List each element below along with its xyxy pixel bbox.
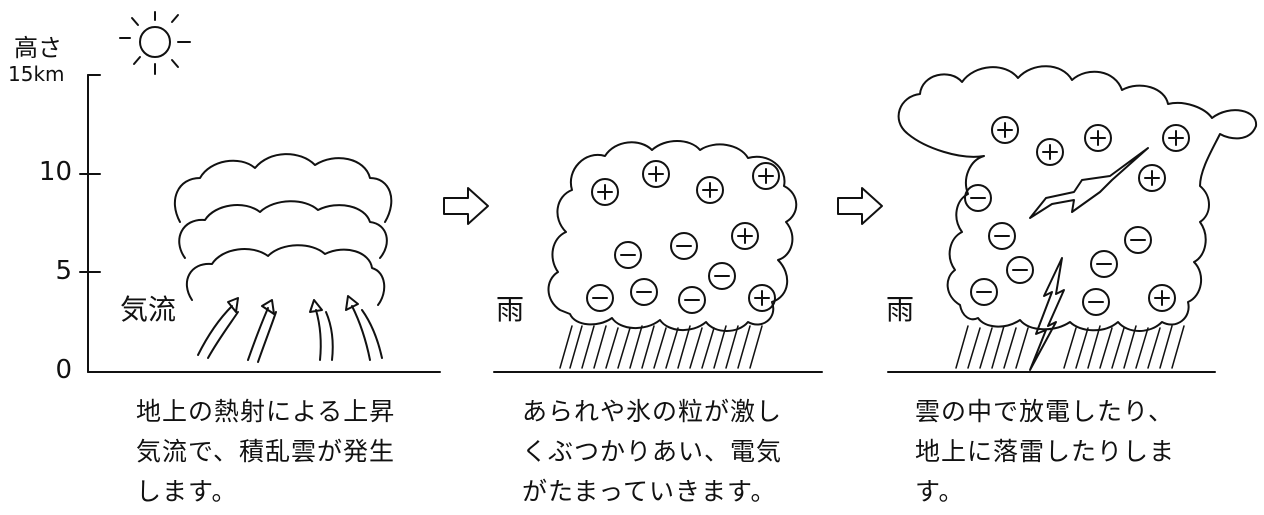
negative-charge <box>988 222 1016 250</box>
caption-line: 雲の中で放電したり、 <box>915 397 1175 426</box>
positive-charge <box>1138 164 1166 192</box>
caption-line: します。 <box>136 477 238 506</box>
negative-charge <box>614 241 642 269</box>
negative-charge <box>708 262 736 290</box>
cloud-stage2 <box>547 140 798 332</box>
rain-icon <box>955 325 1185 369</box>
positive-charge <box>991 116 1019 144</box>
axis-title: 高さ <box>14 34 62 62</box>
negative-charge <box>1082 288 1110 316</box>
stage1-caption: 地上の熱射による上昇 気流で、積乱雲が発生 します。 <box>136 392 395 512</box>
stage2-label: 雨 <box>496 293 525 326</box>
negative-charge <box>1124 226 1152 254</box>
caption-line: がたまっていきます。 <box>522 477 777 506</box>
lightning-icon <box>1029 147 1149 219</box>
positive-charge <box>1036 138 1064 166</box>
negative-charge <box>964 184 992 212</box>
updraft-arrow-icon <box>197 295 383 363</box>
negative-charge <box>586 284 614 312</box>
positive-charge <box>731 222 759 250</box>
arrow-right-icon <box>443 187 489 225</box>
charges-stage3 <box>964 116 1190 316</box>
arrow-right-icon <box>837 187 883 225</box>
positive-charge <box>642 160 670 188</box>
sun-icon <box>119 11 191 75</box>
axis-top-label: 15km <box>8 62 65 86</box>
positive-charge <box>1084 124 1112 152</box>
negative-charge <box>630 278 658 306</box>
caption-line: す。 <box>915 477 965 506</box>
negative-charge <box>1090 250 1118 278</box>
positive-charge <box>1148 284 1176 312</box>
axis-tick-0: 0 <box>55 355 72 385</box>
stage1-label: 気流 <box>120 293 177 326</box>
negative-charge <box>678 286 706 314</box>
positive-charge <box>1162 124 1190 152</box>
cloud-stage3 <box>897 65 1258 332</box>
cloud-stage1 <box>173 153 393 306</box>
height-axis <box>79 74 101 373</box>
caption-line: 地上の熱射による上昇 <box>136 397 396 426</box>
caption-line: あられや氷の粒が激し <box>522 397 783 426</box>
positive-charge <box>748 284 776 312</box>
caption-line: 地上に落雷したりしま <box>915 437 1176 466</box>
positive-charge <box>752 162 780 190</box>
negative-charge <box>670 232 698 260</box>
rain-icon <box>559 325 763 369</box>
positive-charge <box>696 176 724 204</box>
negative-charge <box>970 278 998 306</box>
charges-stage2 <box>586 160 780 314</box>
caption-line: 気流で、積乱雲が発生 <box>136 437 396 466</box>
stage3-label: 雨 <box>886 293 915 326</box>
stage3-caption: 雲の中で放電したり、 地上に落雷したりしま す。 <box>915 392 1175 512</box>
stage2-caption: あられや氷の粒が激し くぶつかりあい、電気 がたまっていきます。 <box>522 392 782 512</box>
positive-charge <box>591 178 619 206</box>
axis-tick-10: 10 <box>38 157 72 187</box>
axis-tick-5: 5 <box>55 256 72 286</box>
lightning-icon <box>1029 257 1065 371</box>
negative-charge <box>1006 256 1034 284</box>
caption-line: くぶつかりあい、電気 <box>522 437 783 466</box>
